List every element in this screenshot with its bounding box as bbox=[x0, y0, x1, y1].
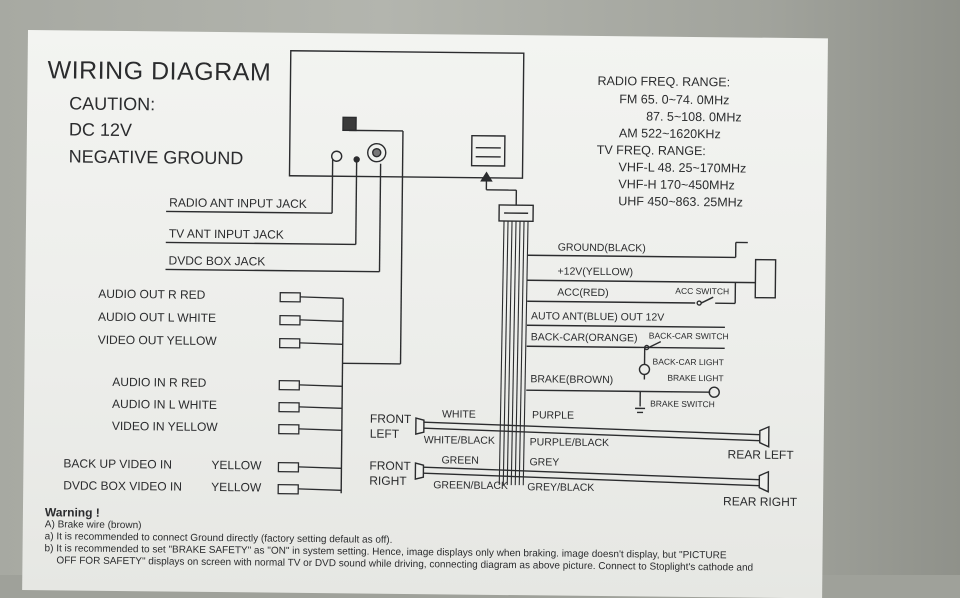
ground-wire-label: GROUND(BLACK) bbox=[558, 242, 646, 255]
tv-freq-heading: TV FREQ. RANGE: bbox=[597, 143, 706, 158]
backup-video-label: BACK UP VIDEO IN bbox=[63, 456, 172, 471]
back-car-light-label: BACK-CAR LIGHT bbox=[653, 357, 724, 368]
battery-block bbox=[755, 260, 775, 298]
back-car-wire-label: BACK-CAR(ORANGE) bbox=[531, 331, 638, 344]
warning-heading: Warning ! bbox=[45, 505, 100, 520]
head-unit-box bbox=[289, 51, 523, 178]
acc-wire-label: ACC(RED) bbox=[557, 287, 608, 300]
audio-out-l-label: AUDIO OUT L WHITE bbox=[98, 310, 216, 325]
diagram-title: WIRING DIAGRAM bbox=[47, 56, 271, 87]
voltage-label: DC 12V bbox=[69, 119, 132, 141]
purple-wire-label: PURPLE bbox=[532, 409, 574, 421]
ground-label: NEGATIVE GROUND bbox=[69, 146, 244, 169]
green-black-wire-label: GREEN/BLACK bbox=[433, 479, 508, 492]
tv-ant-jack-label: TV ANT INPUT JACK bbox=[169, 226, 284, 241]
dvdc-video-color: YELLOW bbox=[211, 480, 261, 495]
rear-right-label: REAR RIGHT bbox=[723, 494, 797, 509]
front-left-label-1: FRONT bbox=[370, 412, 411, 426]
front-right-label-1: FRONT bbox=[369, 459, 410, 473]
dvdc-box-jack-square bbox=[343, 117, 356, 130]
fm-range-2: 87. 5~108. 0MHz bbox=[646, 109, 742, 124]
tv-ant-jack bbox=[354, 157, 359, 162]
front-right-label-2: RIGHT bbox=[369, 474, 406, 488]
grey-wire-label: GREY bbox=[529, 456, 559, 468]
acc-switch-label: ACC SWITCH bbox=[675, 286, 729, 297]
audio-in-r-label: AUDIO IN R RED bbox=[112, 375, 206, 390]
white-wire-label: WHITE bbox=[442, 408, 476, 420]
dvdc-video-label: DVDC BOX VIDEO IN bbox=[63, 478, 182, 493]
warning-line-1: A) Brake wire (brown) bbox=[45, 519, 142, 531]
brake-wire-label: BRAKE(BROWN) bbox=[530, 373, 613, 386]
grey-black-wire-label: GREY/BLACK bbox=[527, 481, 594, 494]
backup-video-color: YELLOW bbox=[211, 458, 261, 473]
radio-freq-heading: RADIO FREQ. RANGE: bbox=[597, 74, 730, 89]
wiring-diagram-sheet: WIRING DIAGRAM CAUTION: DC 12V NEGATIVE … bbox=[22, 30, 828, 598]
audio-out-r-label: AUDIO OUT R RED bbox=[98, 287, 205, 302]
purple-black-wire-label: PURPLE/BLACK bbox=[530, 436, 609, 449]
audio-in-l-label: AUDIO IN L WHITE bbox=[112, 397, 217, 412]
vhf-h-range: VHF-H 170~450MHz bbox=[618, 177, 735, 192]
harness-connector-socket bbox=[472, 136, 505, 166]
rear-left-label: REAR LEFT bbox=[728, 447, 794, 462]
radio-ant-jack-label: RADIO ANT INPUT JACK bbox=[169, 195, 307, 210]
dvdc-box-jack-label: DVDC BOX JACK bbox=[169, 253, 266, 268]
video-out-label: VIDEO OUT YELLOW bbox=[98, 333, 217, 348]
auto-ant-wire-label: AUTO ANT(BLUE) OUT 12V bbox=[531, 310, 664, 323]
brake-light-label: BRAKE LIGHT bbox=[667, 373, 723, 384]
white-black-wire-label: WHITE/BLACK bbox=[424, 434, 495, 447]
vhf-l-range: VHF-L 48. 25~170MHz bbox=[619, 160, 747, 175]
front-left-label-2: LEFT bbox=[370, 427, 399, 441]
fm-range-1: FM 65. 0~74. 0MHz bbox=[619, 92, 729, 107]
am-range: AM 522~1620KHz bbox=[619, 126, 721, 141]
video-in-label: VIDEO IN YELLOW bbox=[112, 419, 218, 434]
back-car-switch-label: BACK-CAR SWITCH bbox=[649, 331, 729, 342]
uhf-range: UHF 450~863. 25MHz bbox=[618, 194, 743, 209]
plus12v-wire-label: +12V(YELLOW) bbox=[557, 266, 633, 279]
caution-label: CAUTION: bbox=[69, 93, 155, 115]
brake-switch-label: BRAKE SWITCH bbox=[650, 399, 715, 410]
green-wire-label: GREEN bbox=[441, 454, 478, 466]
